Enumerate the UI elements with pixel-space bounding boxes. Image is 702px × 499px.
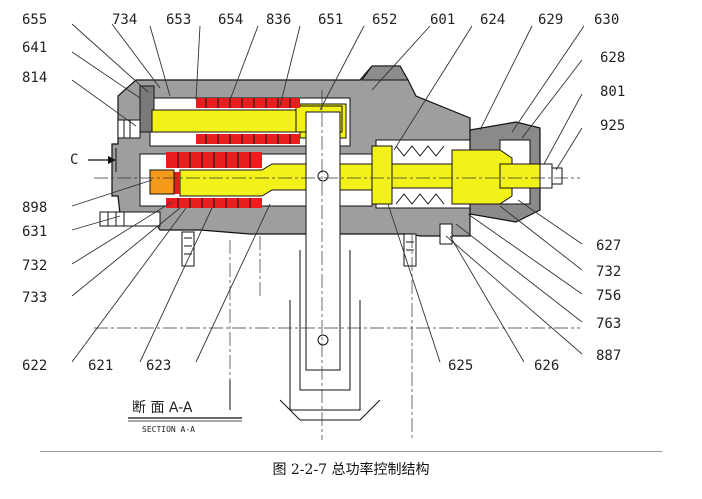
center-lines xyxy=(94,90,580,440)
figure-caption: 图 2-2-7 总功率控制结构 xyxy=(272,462,430,478)
label-630: 630 xyxy=(594,12,619,28)
leader-lines xyxy=(71,23,585,363)
label-622: 622 xyxy=(22,358,47,374)
label-814: 814 xyxy=(22,70,47,86)
label-629: 629 xyxy=(538,12,563,28)
label-c: C xyxy=(70,152,78,168)
section-title: 断 面 A-A xyxy=(132,400,193,416)
label-732-left: 732 xyxy=(22,258,47,274)
springs xyxy=(160,98,445,208)
label-628: 628 xyxy=(600,50,625,66)
label-653: 653 xyxy=(166,12,191,28)
section-c-arrow xyxy=(88,148,117,172)
section-subtitle: SECTION A-A xyxy=(142,425,195,434)
label-627: 627 xyxy=(596,238,621,254)
orange-plug xyxy=(149,169,175,195)
label-655: 655 xyxy=(22,12,47,28)
section-title-block: 断 面 A-A SECTION A-A xyxy=(128,400,242,434)
label-763: 763 xyxy=(596,316,621,332)
label-624: 624 xyxy=(480,12,505,28)
label-625: 625 xyxy=(448,358,473,374)
label-801: 801 xyxy=(600,84,625,100)
label-651: 651 xyxy=(318,12,343,28)
label-734: 734 xyxy=(112,12,137,28)
label-623: 623 xyxy=(146,358,171,374)
label-601: 601 xyxy=(430,12,455,28)
label-631: 631 xyxy=(22,224,47,240)
label-733: 733 xyxy=(22,290,47,306)
label-654: 654 xyxy=(218,12,243,28)
label-732-right: 732 xyxy=(596,264,621,280)
label-887: 887 xyxy=(596,348,621,364)
mounting-bolts xyxy=(99,119,453,267)
caption-divider xyxy=(40,451,662,452)
label-756: 756 xyxy=(596,288,621,304)
label-925: 925 xyxy=(600,118,625,134)
label-652: 652 xyxy=(372,12,397,28)
label-626: 626 xyxy=(534,358,559,374)
lever-linkage xyxy=(229,111,381,421)
label-641: 641 xyxy=(22,40,47,56)
part-labels: 655 734 653 654 836 651 652 601 624 629 … xyxy=(22,12,625,374)
label-621: 621 xyxy=(88,358,113,374)
label-836: 836 xyxy=(266,12,291,28)
right-piston xyxy=(451,149,513,205)
label-898: 898 xyxy=(22,200,47,216)
